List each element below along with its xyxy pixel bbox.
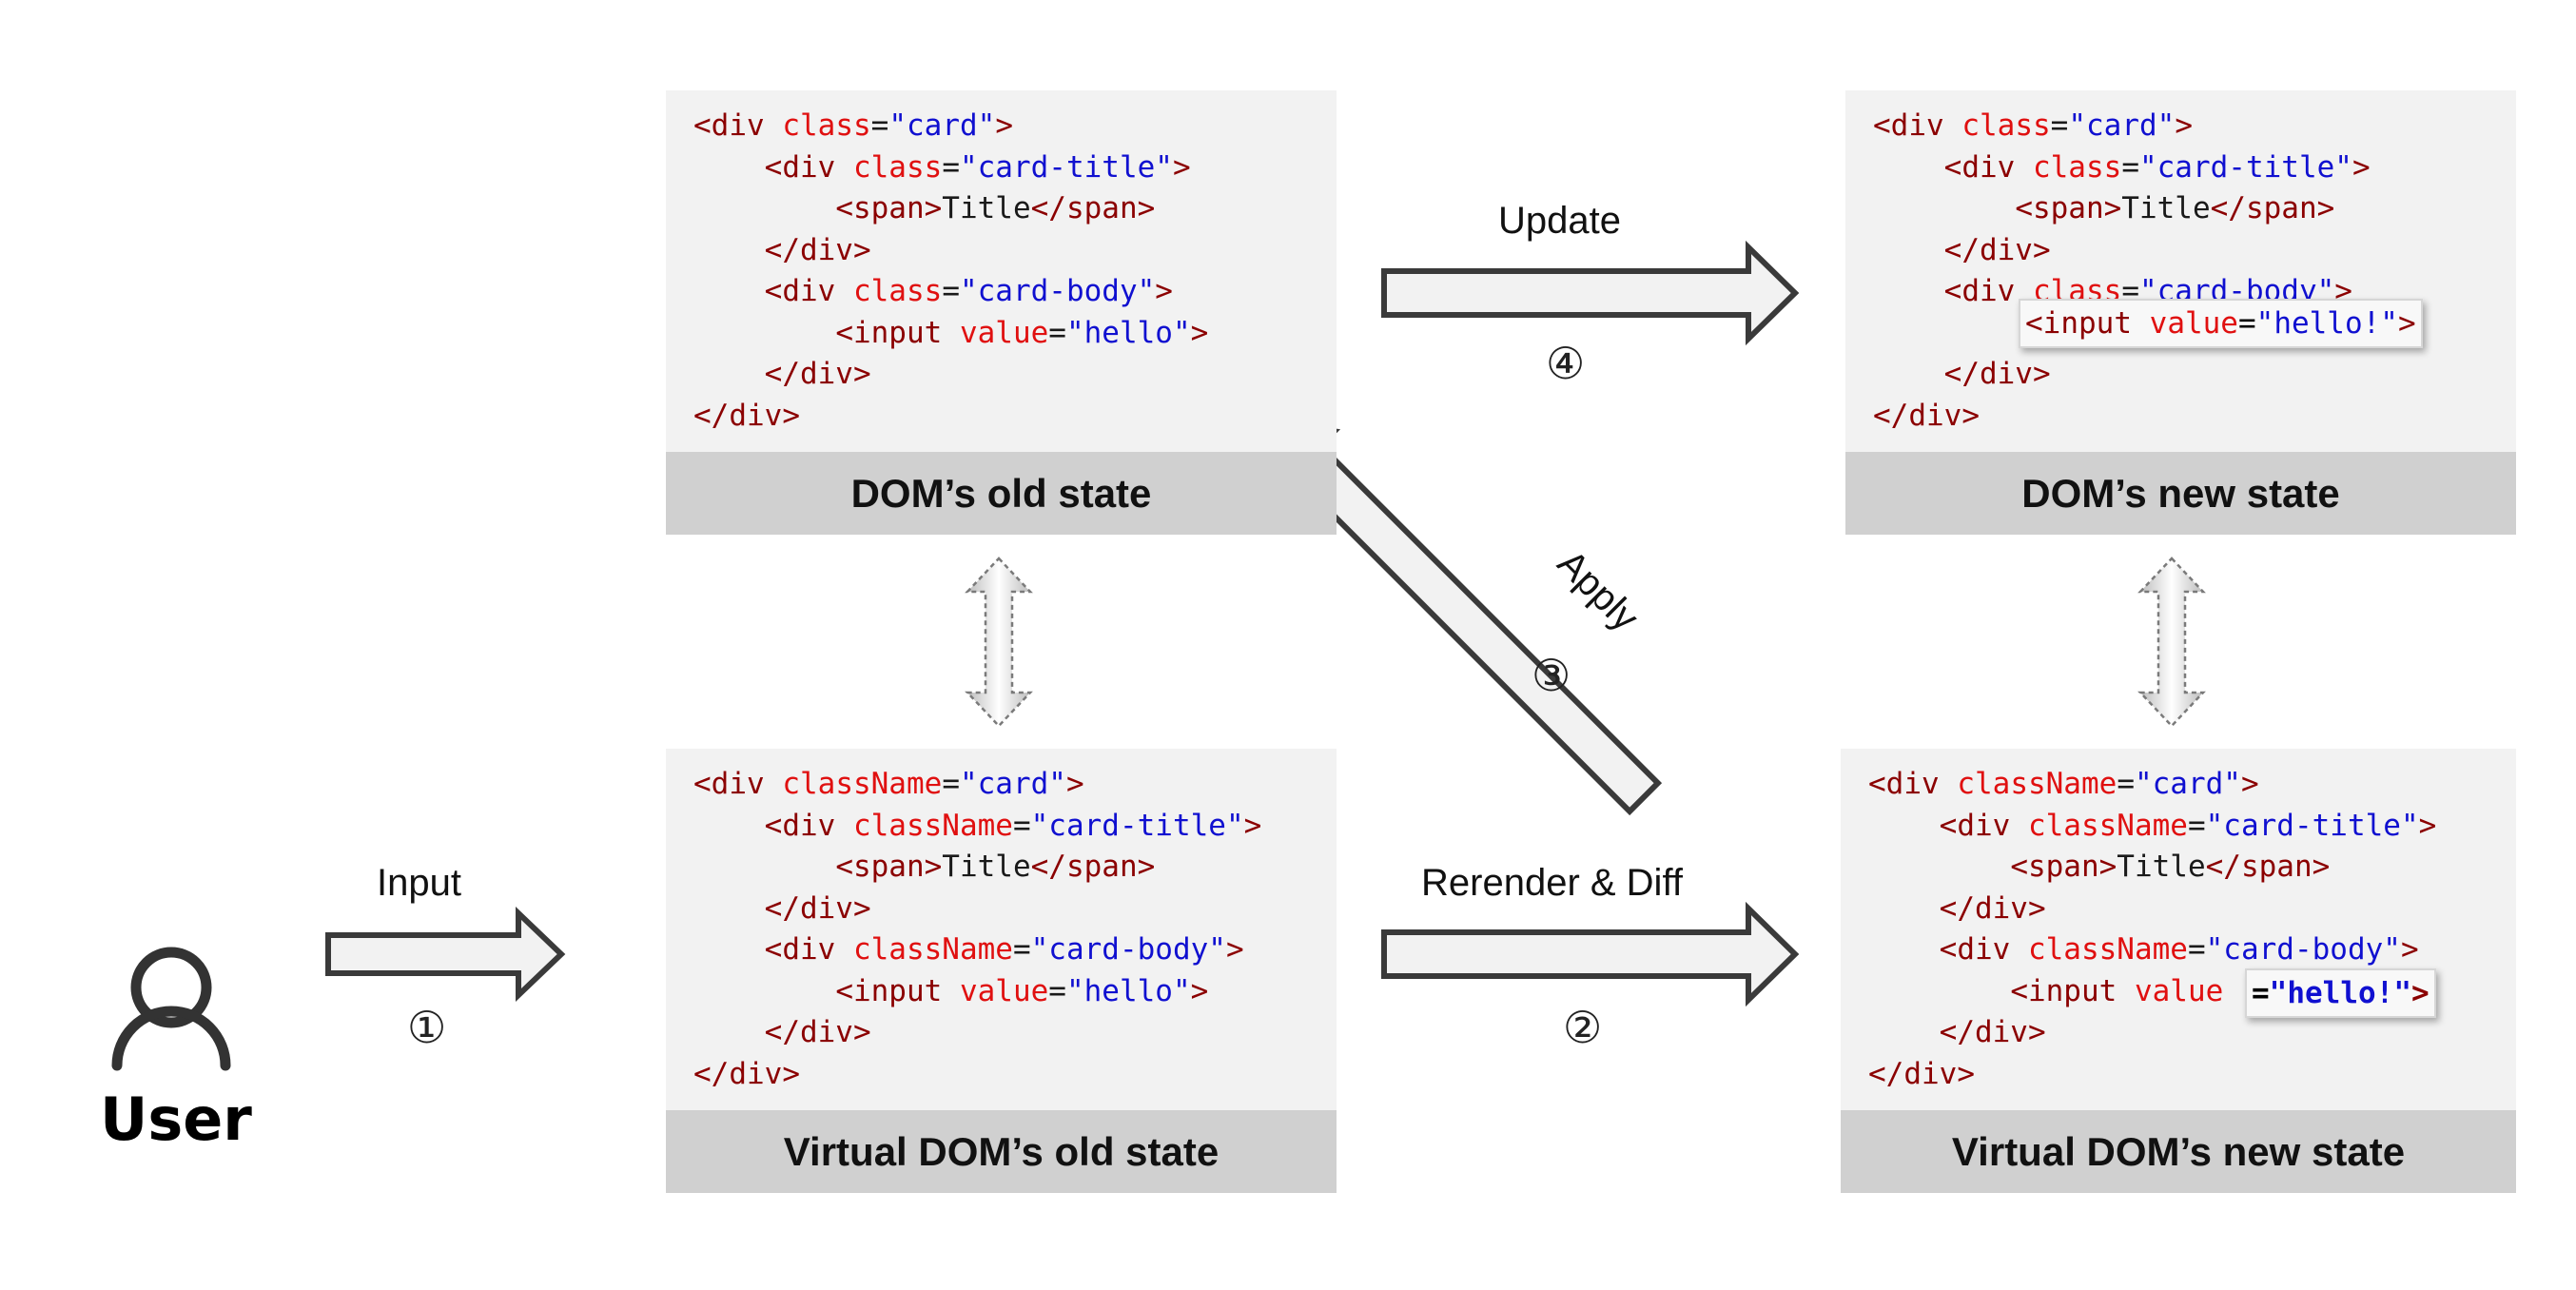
step-2-marker: ② xyxy=(1563,1002,1603,1053)
rerender-diff-label: Rerender & Diff xyxy=(1421,862,1683,904)
dom-old-caption: DOM’s old state xyxy=(666,452,1337,535)
input-arrow xyxy=(325,906,566,1003)
dom-old-state-box: <div class="card"> <div class="card-titl… xyxy=(666,90,1337,535)
step-3-marker: ③ xyxy=(1532,650,1571,701)
vdom-new-changed-value-highlight: ="hello!"> xyxy=(2245,968,2436,1018)
vdom-old-state-box: <div className="card"> <div className="c… xyxy=(666,749,1337,1193)
user-icon xyxy=(111,947,231,1071)
step-1-marker: ① xyxy=(407,1002,447,1053)
update-label: Update xyxy=(1498,200,1621,242)
vdom-old-code: <div className="card"> <div className="c… xyxy=(693,767,1262,1091)
vdom-new-code: <div className="card"> <div className="c… xyxy=(1868,767,2437,1091)
vdom-old-caption: Virtual DOM’s old state xyxy=(666,1110,1337,1193)
dom-new-code: <div class="card"> <div class="card-titl… xyxy=(1873,108,2371,433)
vdom-new-state-box: <div className="card"> <div className="c… xyxy=(1841,749,2516,1193)
sync-arrow-left xyxy=(965,557,1033,728)
vdom-new-caption: Virtual DOM’s new state xyxy=(1841,1110,2516,1193)
dom-new-updated-input-highlight: <input value="hello!"> xyxy=(2019,299,2423,348)
user-label: User xyxy=(100,1085,252,1154)
step-4-marker: ④ xyxy=(1546,338,1586,389)
dom-new-caption: DOM’s new state xyxy=(1845,452,2516,535)
rerender-diff-arrow xyxy=(1381,901,1800,1007)
update-arrow xyxy=(1381,240,1800,346)
sync-arrow-right xyxy=(2137,557,2206,728)
input-label: Input xyxy=(377,862,461,904)
dom-old-code: <div class="card"> <div class="card-titl… xyxy=(693,108,1209,433)
dom-new-state-box: <div class="card"> <div class="card-titl… xyxy=(1845,90,2516,535)
